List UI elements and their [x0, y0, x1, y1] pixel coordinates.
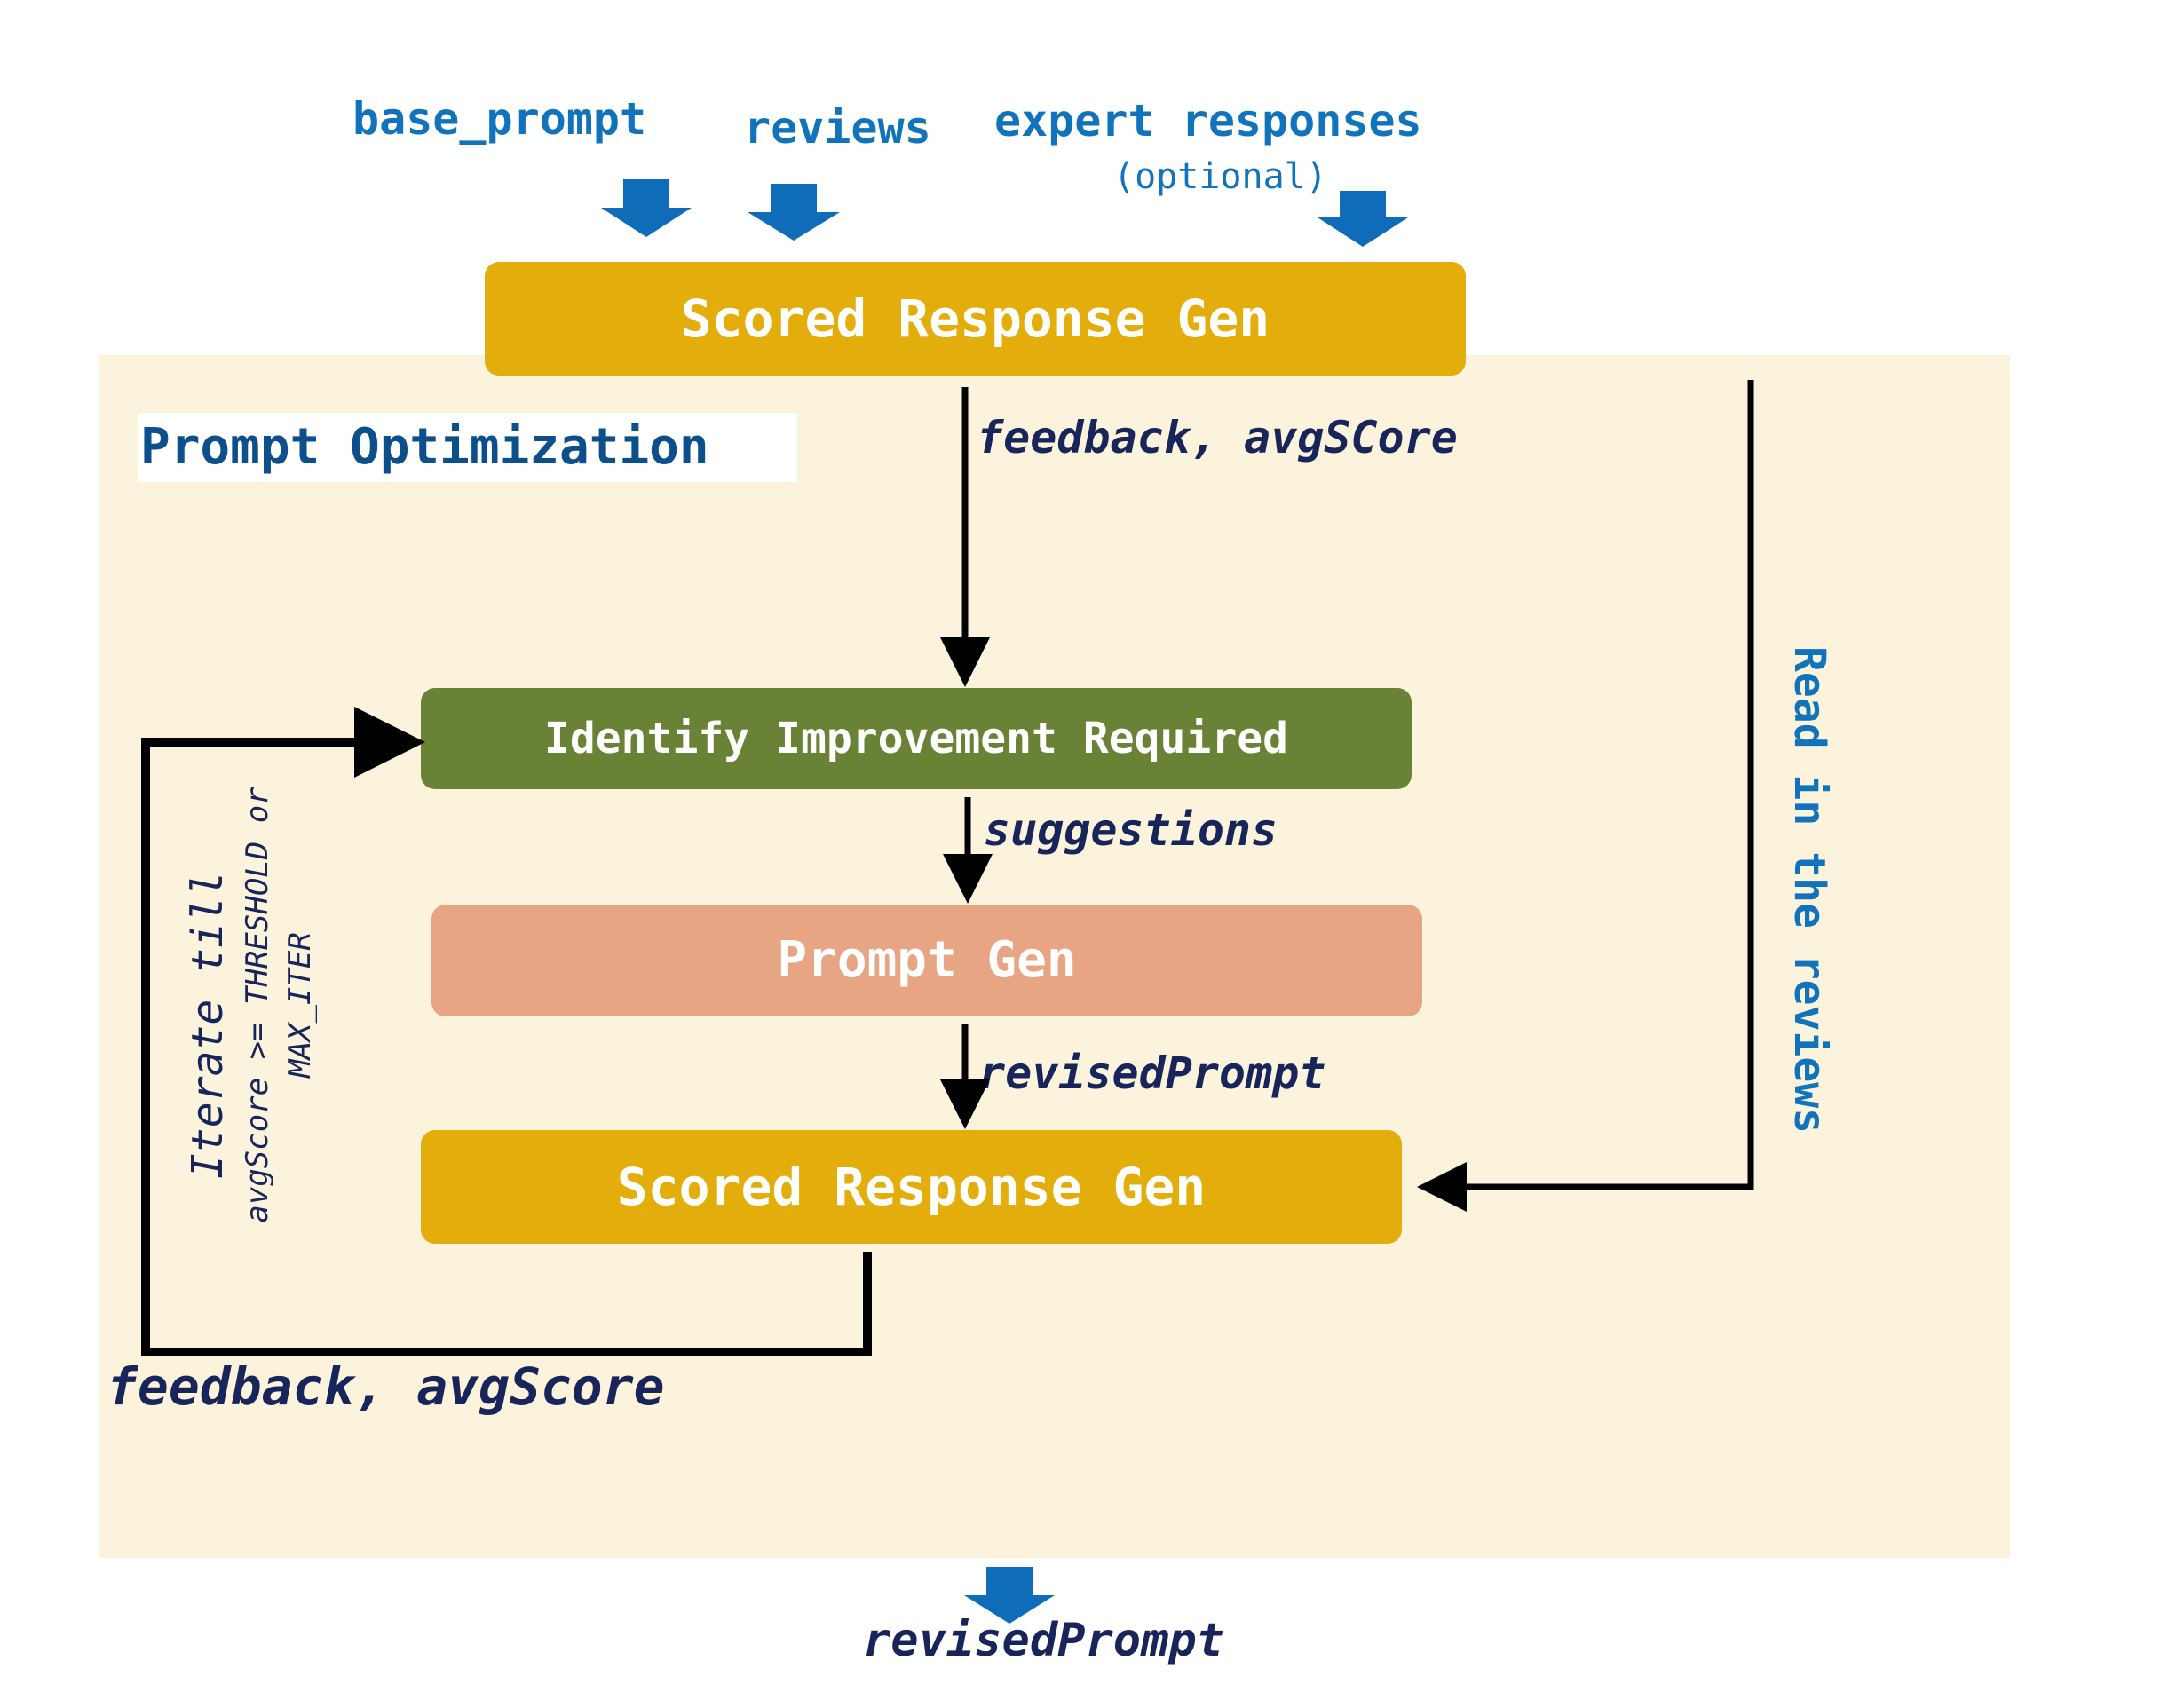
prompt-gen-box: Prompt Gen [431, 905, 1422, 1016]
input-arrow-expert [1318, 191, 1408, 247]
output-arrow [964, 1567, 1055, 1624]
input-expert-responses: expert responses [994, 95, 1422, 146]
arrow-read-reviews [1417, 380, 1754, 1212]
identify-improvement-box: Identify Improvement Required [421, 688, 1412, 789]
output-revised-prompt: revisedPrompt [863, 1614, 1224, 1667]
input-base-prompt: base_prompt [352, 93, 647, 145]
input-arrow-reviews [748, 184, 840, 241]
input-reviews: reviews [744, 102, 931, 154]
edge-label-suggestions: suggestions [984, 804, 1278, 856]
scored-response-gen-top: Scored Response Gen [485, 262, 1466, 376]
arrow-feedback-loop [141, 707, 872, 1356]
edge-label-feedback-loop: feedback, avgScore [107, 1356, 665, 1417]
input-arrow-base-prompt [601, 179, 692, 237]
scored-response-gen-inner: Scored Response Gen [421, 1130, 1402, 1244]
edge-label-revised-prompt: revisedPrompt [978, 1048, 1326, 1099]
panel-title: Prompt Optimization [138, 413, 797, 482]
edge-label-feedback-top: feedback, avgSCore [977, 412, 1458, 463]
input-expert-optional: (optional) [1113, 156, 1327, 197]
